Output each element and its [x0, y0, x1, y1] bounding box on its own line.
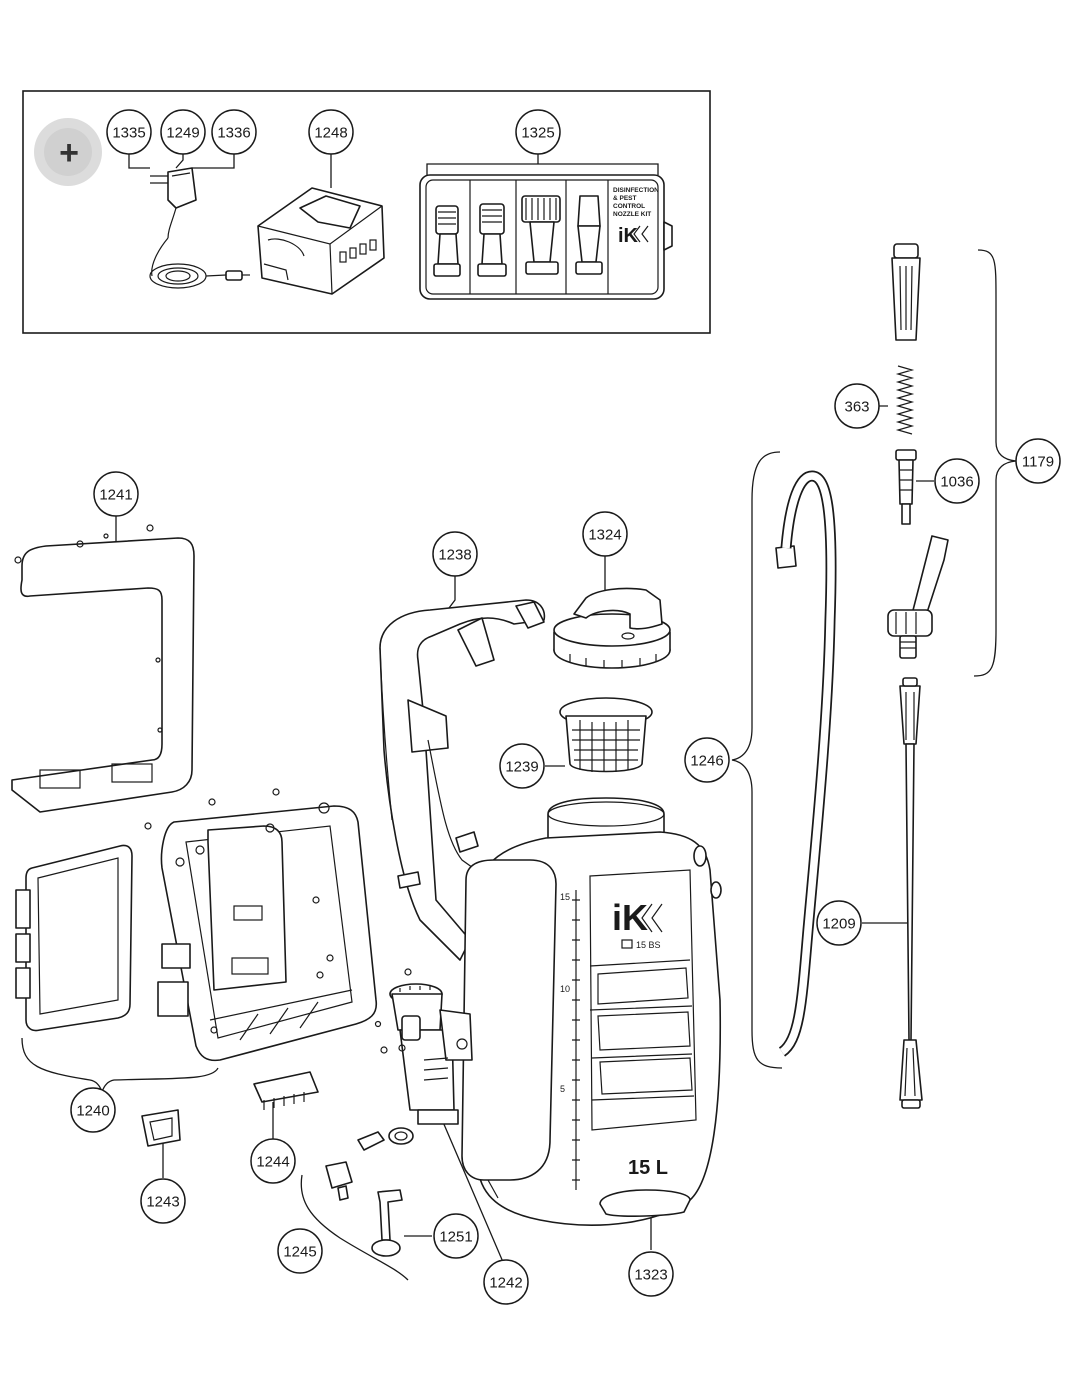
callout-circle-1325	[515, 109, 561, 155]
callout-circle-1179	[1015, 438, 1061, 484]
callout-circle-1335	[106, 109, 152, 155]
spray-lance	[899, 677, 923, 1109]
callout-circle-1240	[70, 1087, 116, 1133]
callout-1241: 1241	[93, 471, 139, 517]
callout-circle-1241	[93, 471, 139, 517]
callout-label-1324: 1324	[588, 527, 621, 544]
shoulder-straps	[379, 599, 546, 961]
back-plate	[11, 524, 195, 813]
callout-circle-1245	[277, 1228, 323, 1274]
callout-circle-1251	[433, 1213, 479, 1259]
callout-1239: 1239	[499, 743, 545, 789]
callout-label-1325: 1325	[521, 125, 554, 142]
plus-symbol: +	[59, 134, 79, 172]
callout-label-1248: 1248	[314, 125, 347, 142]
callout-1245: 1245	[277, 1228, 323, 1274]
tank-cap	[553, 587, 671, 669]
kit-label-line-2: & PEST	[613, 195, 637, 202]
callout-1242: 1242	[483, 1259, 529, 1305]
callout-label-1036: 1036	[940, 474, 973, 491]
callout-1036: 1036	[934, 458, 980, 504]
callout-label-1239: 1239	[505, 759, 538, 776]
callout-1209: 1209	[816, 900, 862, 946]
callout-circle-363	[834, 383, 880, 429]
accessories-box: +	[22, 90, 711, 334]
callout-circle-1323	[628, 1251, 674, 1297]
callout-label-1179: 1179	[1022, 454, 1054, 471]
callout-circle-1324	[582, 511, 628, 557]
tank-model: 15 BS	[636, 940, 661, 950]
wand-assembly	[887, 243, 949, 1109]
callout-1238: 1238	[432, 531, 478, 577]
charger-with-cable	[149, 167, 250, 289]
callout-label-1246: 1246	[690, 753, 723, 770]
callout-label-1336: 1336	[217, 125, 250, 142]
tank-scale-10: 10	[560, 984, 570, 994]
callout-circle-1336	[211, 109, 257, 155]
callout-circle-1244	[250, 1138, 296, 1184]
callout-1179: 1179	[1015, 438, 1061, 484]
callout-1335: 1335	[106, 109, 152, 155]
terminal-connector	[253, 1071, 319, 1110]
handle-grip	[891, 243, 921, 341]
pump-unit	[389, 968, 473, 1125]
kit-label-line-1: DISINFECTION	[613, 187, 659, 194]
callout-label-1243: 1243	[146, 1194, 179, 1211]
callout-1251: 1251	[433, 1213, 479, 1259]
callout-1324: 1324	[582, 511, 628, 557]
callout-label-1242: 1242	[489, 1275, 522, 1292]
callout-label-1323: 1323	[634, 1267, 667, 1284]
battery	[257, 187, 385, 295]
kit-label-line-4: NOZZLE KIT	[613, 211, 651, 218]
callout-label-1244: 1244	[256, 1154, 289, 1171]
callout-circle-1209	[816, 900, 862, 946]
tank: 15 10 5 iK 15 BS 15 L	[461, 797, 722, 1226]
hose	[775, 470, 837, 1057]
callout-label-1240: 1240	[76, 1103, 109, 1120]
callouts-layer: 1335 1249 1336 1248 1325 1179 363 1036 1241 1238 1…	[70, 109, 1061, 1305]
kit-label-line-3: CONTROL	[613, 203, 645, 210]
callout-label-1251: 1251	[439, 1229, 472, 1246]
callout-label-1238: 1238	[438, 547, 471, 564]
battery-door	[15, 844, 133, 1032]
callout-1325: 1325	[515, 109, 561, 155]
callout-1248: 1248	[308, 109, 354, 155]
callout-circle-1249	[160, 109, 206, 155]
callout-label-1241: 1241	[99, 487, 132, 504]
callout-1244: 1244	[250, 1138, 296, 1184]
callout-circle-1243	[140, 1178, 186, 1224]
callout-label-1245: 1245	[283, 1244, 316, 1261]
callout-circle-1238	[432, 531, 478, 577]
nozzle-kit-case: DISINFECTION & PEST CONTROL NOZZLE KIT i…	[419, 174, 673, 300]
filter-basket	[559, 697, 653, 773]
callout-1243: 1243	[140, 1178, 186, 1224]
kit-case-logo: iK	[618, 225, 639, 247]
tank-scale-5: 5	[560, 1084, 565, 1094]
callout-circle-1036	[934, 458, 980, 504]
callout-363: 363	[834, 383, 880, 429]
battery-housing	[144, 788, 388, 1062]
callout-label-363: 363	[844, 399, 869, 416]
callout-1240: 1240	[70, 1087, 116, 1133]
callout-label-1335: 1335	[112, 125, 145, 142]
callout-label-1209: 1209	[822, 916, 855, 933]
spring	[895, 365, 915, 435]
tank-capacity: 15 L	[628, 1157, 668, 1179]
callout-1246: 1246	[684, 737, 730, 783]
callout-1336: 1336	[211, 109, 257, 155]
callout-1323: 1323	[628, 1251, 674, 1297]
valve-cartridge	[895, 449, 917, 525]
accessories-plus-badge: +	[34, 118, 102, 186]
callout-circle-1242	[483, 1259, 529, 1305]
callout-circle-1239	[499, 743, 545, 789]
tank-scale-15: 15	[560, 892, 570, 902]
callout-circle-1246	[684, 737, 730, 783]
trigger-handle	[887, 535, 949, 659]
callout-label-1249: 1249	[166, 125, 199, 142]
callout-circle-1248	[308, 109, 354, 155]
pump-fittings	[325, 1127, 414, 1257]
power-switch	[141, 1109, 181, 1147]
callout-1249: 1249	[160, 109, 206, 155]
